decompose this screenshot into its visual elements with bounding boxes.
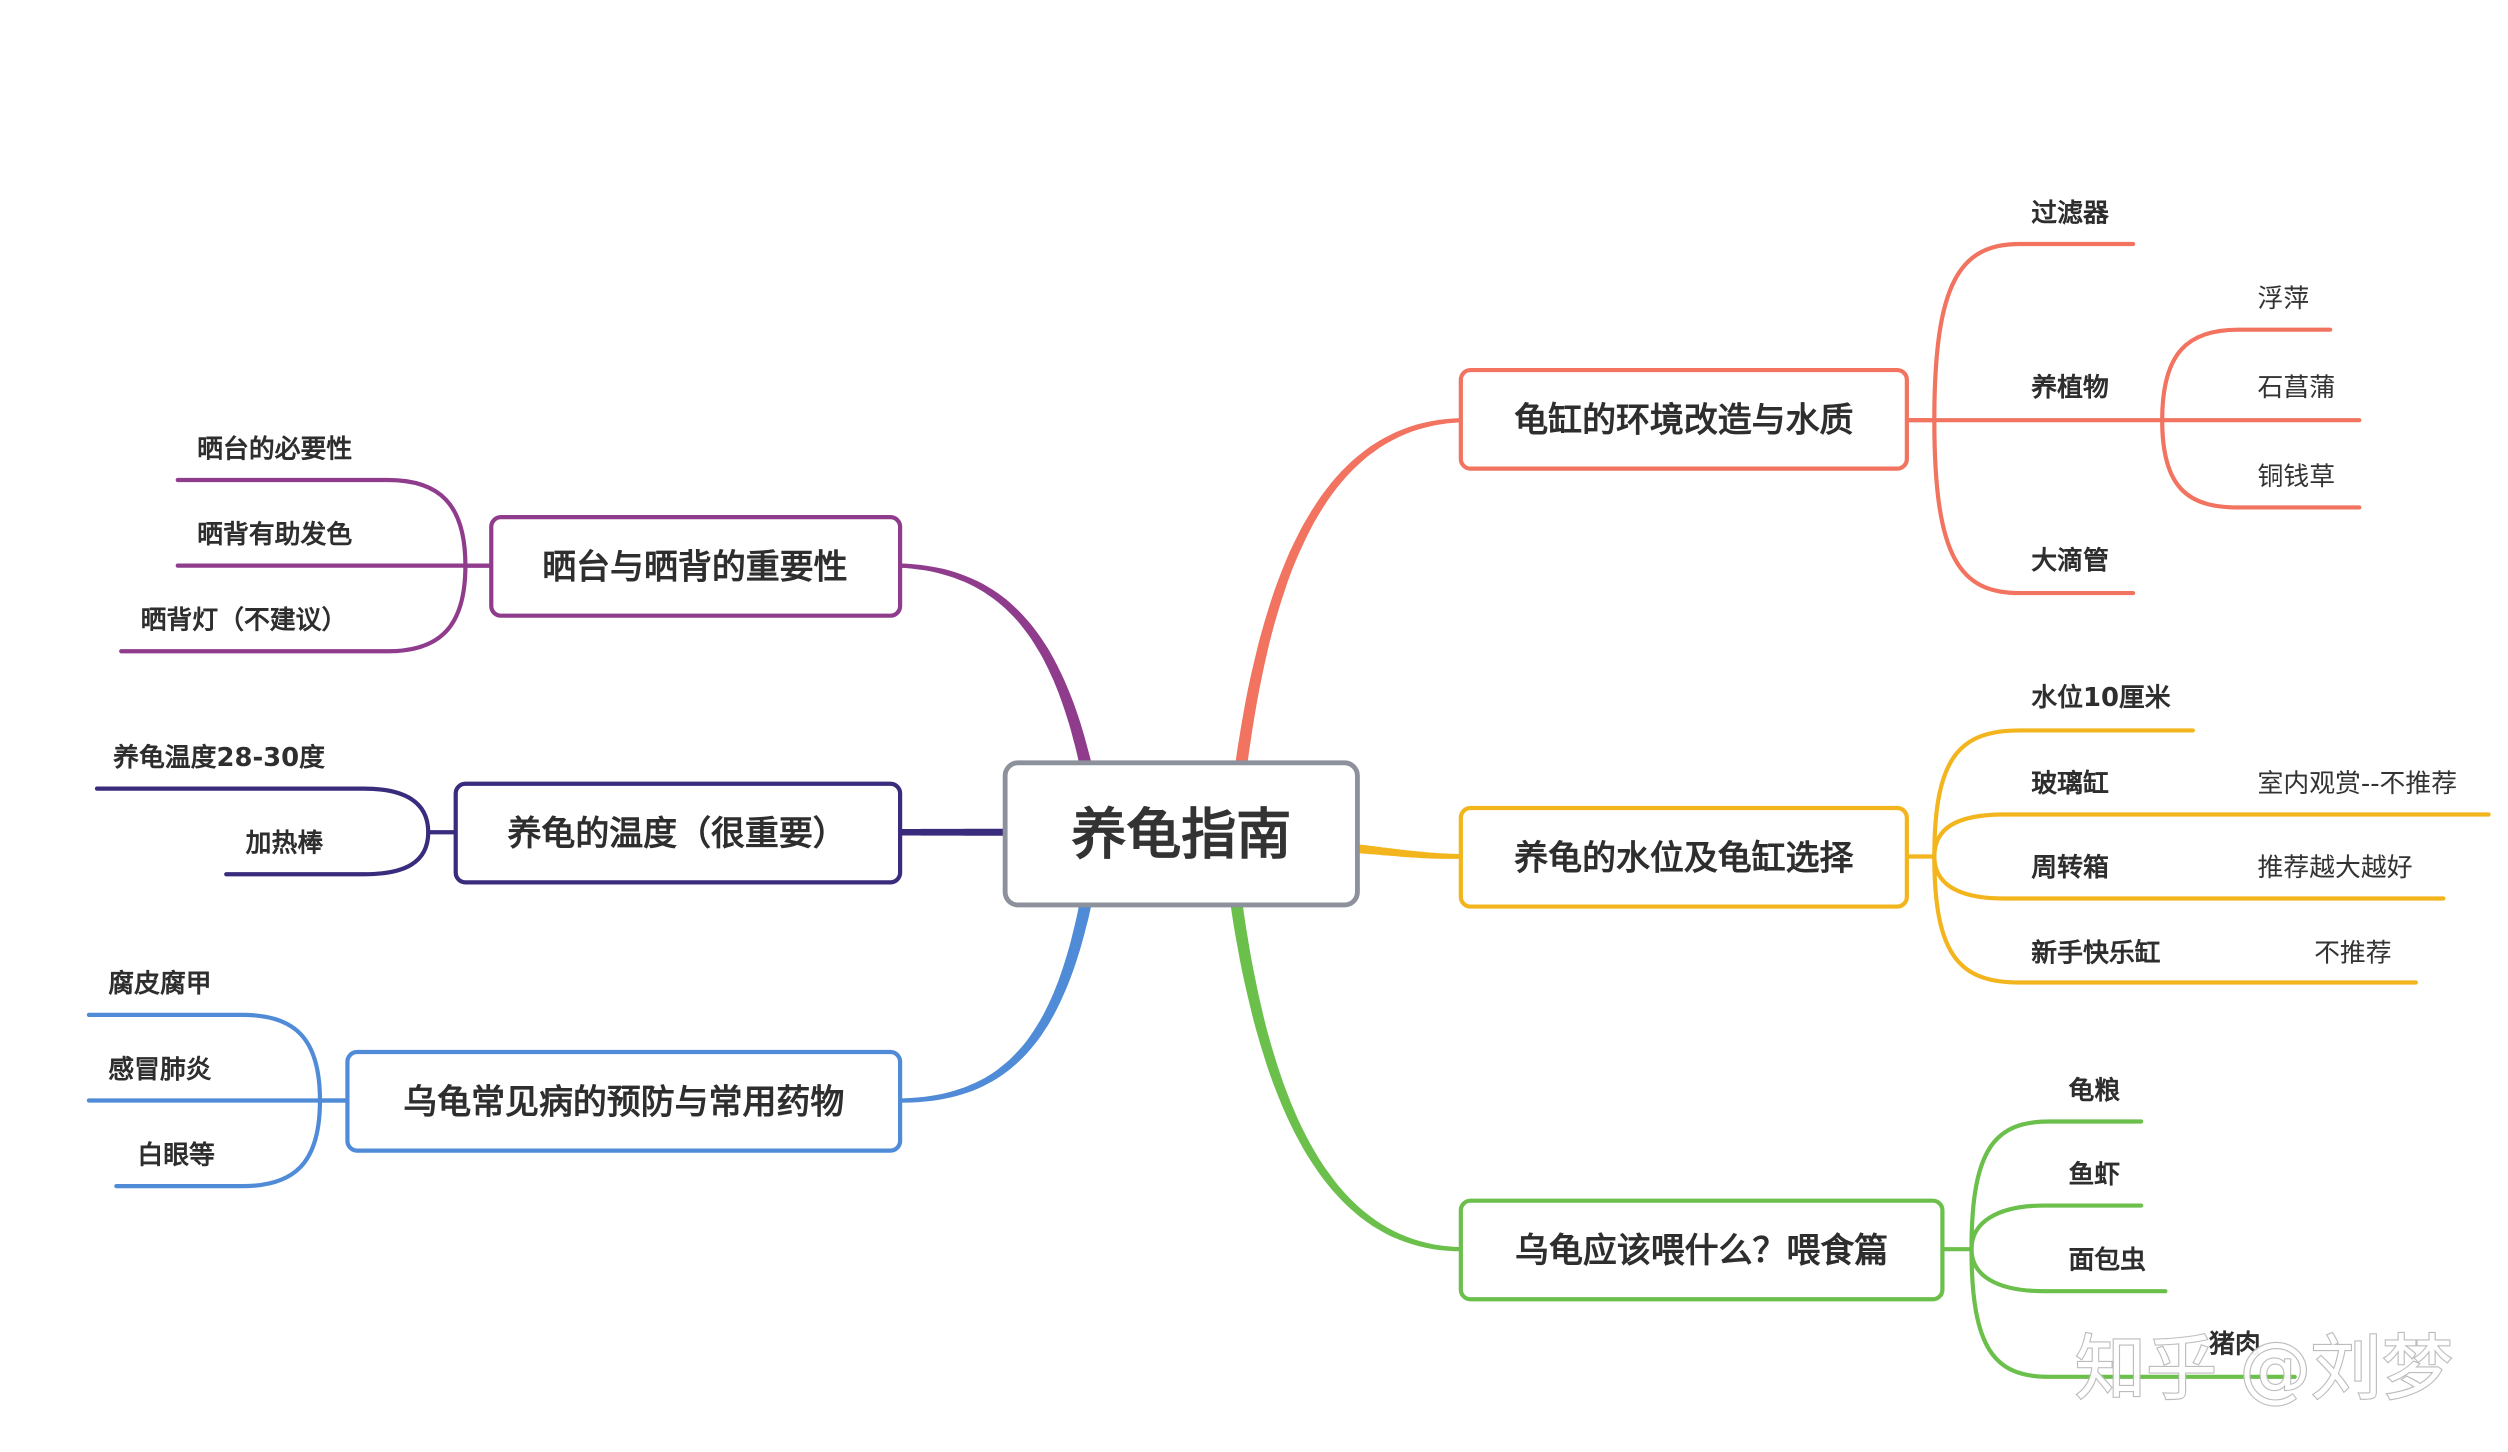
leaf-filter: 过滤器 [2031, 198, 2110, 228]
connector-water-level [1353, 844, 1463, 859]
central-topic-label: 养龟指南 [1071, 802, 1291, 866]
link-heater [224, 830, 431, 877]
branch-basking: 晒台与晒背的重要性 晒台的必要性 晒背有助发色 晒背灯（不建议） [119, 433, 903, 654]
leaf-sweet-flag: 石菖蒲 [2258, 373, 2336, 403]
topic-label-diseases: 乌龟常见病的预防与常用药物 [403, 1083, 844, 1122]
leaf-basking-color: 晒背有助发色 [197, 519, 352, 550]
leaf-white-eye: 白眼等 [137, 1140, 215, 1171]
connector-basking [898, 563, 1092, 768]
leaf-turtle-food: 龟粮 [2068, 1075, 2120, 1106]
link-pennywort [2160, 418, 2362, 510]
link-dropper [1932, 418, 2136, 596]
leaf-turnover-box: 周转箱 [2031, 852, 2109, 883]
watermark: 知乎 @刘梦 [2075, 1327, 2453, 1410]
link-turtle-food [1940, 1119, 2144, 1252]
link-temperature-range [94, 786, 458, 835]
topic-box-feeding [1458, 1198, 1945, 1302]
topic-box-water-level [1458, 805, 1909, 909]
note-glass-tank: 室内观赏--不推荐 [2258, 769, 2458, 799]
leaf-pneumonia: 感冒肺炎 [108, 1055, 212, 1085]
topic-label-tank-environment: 龟缸的环境改造与水质 [1514, 400, 1853, 440]
leaf-pennywort: 铜钱草 [2258, 462, 2336, 492]
link-fish-shrimp [1969, 1203, 2144, 1252]
leaf-basking-lamp: 晒背灯（不建议） [141, 606, 348, 636]
note-turnover-box: 推荐越大越好 [2258, 853, 2413, 883]
link-pork [1969, 1247, 2297, 1379]
leaf-heater: 加热棒 [246, 829, 324, 859]
topic-box-tank-environment [1458, 367, 1909, 471]
link-glass-tank [1932, 812, 2491, 859]
leaf-starter-tank: 新手快乐缸 [2031, 938, 2160, 969]
branch-water-level: 养龟的水位及龟缸选择 水位10厘米 玻璃缸 室内观赏--不推荐 周转箱 推荐越大… [1458, 682, 2491, 985]
link-basking-lamp [119, 563, 468, 654]
link-duckweed [2160, 327, 2333, 423]
leaf-basking-platform: 晒台的必要性 [197, 433, 352, 464]
leaf-pork: 猪肉 [2209, 1330, 2261, 1360]
branch-tank-environment: 龟缸的环境改造与水质 过滤器 养植物 大滴管 浮萍 石菖蒲 铜钱草 [1458, 198, 2362, 596]
topic-label-feeding: 乌龟应该喂什么？喂食篇 [1515, 1231, 1888, 1271]
branch-temperature: 养龟的温度（很重要） 养龟温度28-30度 加热棒 [94, 742, 903, 885]
link-white-eye [114, 1098, 323, 1189]
connector-diseases [898, 900, 1092, 1103]
connector-tank-environment [1235, 418, 1463, 767]
leaf-glass-tank: 玻璃缸 [2031, 768, 2109, 799]
leaf-plants: 养植物 [2030, 372, 2109, 403]
leaf-dropper: 大滴管 [2031, 545, 2109, 576]
leaf-mealworm: 面包虫 [2068, 1245, 2146, 1276]
leaf-temperature-range: 养龟温度28-30度 [112, 742, 325, 773]
link-shell-rot [86, 1012, 350, 1103]
link-water-level [1904, 728, 2195, 859]
main-connectors [898, 418, 1463, 1252]
leaf-fish-shrimp: 鱼虾 [2068, 1160, 2120, 1190]
leaf-duckweed: 浮萍 [2258, 284, 2310, 314]
leaf-water-level: 水位10厘米 [2031, 682, 2170, 713]
link-starter-tank [1932, 854, 2418, 985]
topic-label-basking: 晒台与晒背的重要性 [542, 549, 847, 588]
branch-feeding: 乌龟应该喂什么？喂食篇 龟粮 鱼虾 面包虫 猪肉 [1458, 1075, 2297, 1379]
central-topic: 养龟指南 [1002, 760, 1360, 908]
central-topic-box [1002, 760, 1360, 908]
topic-box-basking [489, 515, 903, 618]
leaf-shell-rot: 腐皮腐甲 [108, 969, 211, 999]
connector-feeding [1230, 900, 1463, 1252]
topic-label-water-level: 养龟的水位及龟缸选择 [1514, 838, 1854, 878]
topic-box-diseases [345, 1049, 903, 1153]
link-basking-platform [175, 477, 494, 568]
branch-diseases: 乌龟常见病的预防与常用药物 腐皮腐甲 感冒肺炎 白眼等 [86, 969, 903, 1189]
connector-temperature [898, 828, 1009, 836]
topic-box-temperature [453, 781, 903, 885]
topic-label-temperature: 养龟的温度（很重要） [507, 814, 846, 854]
note-starter-tank: 不推荐 [2314, 939, 2392, 969]
link-filter [1904, 241, 2136, 423]
